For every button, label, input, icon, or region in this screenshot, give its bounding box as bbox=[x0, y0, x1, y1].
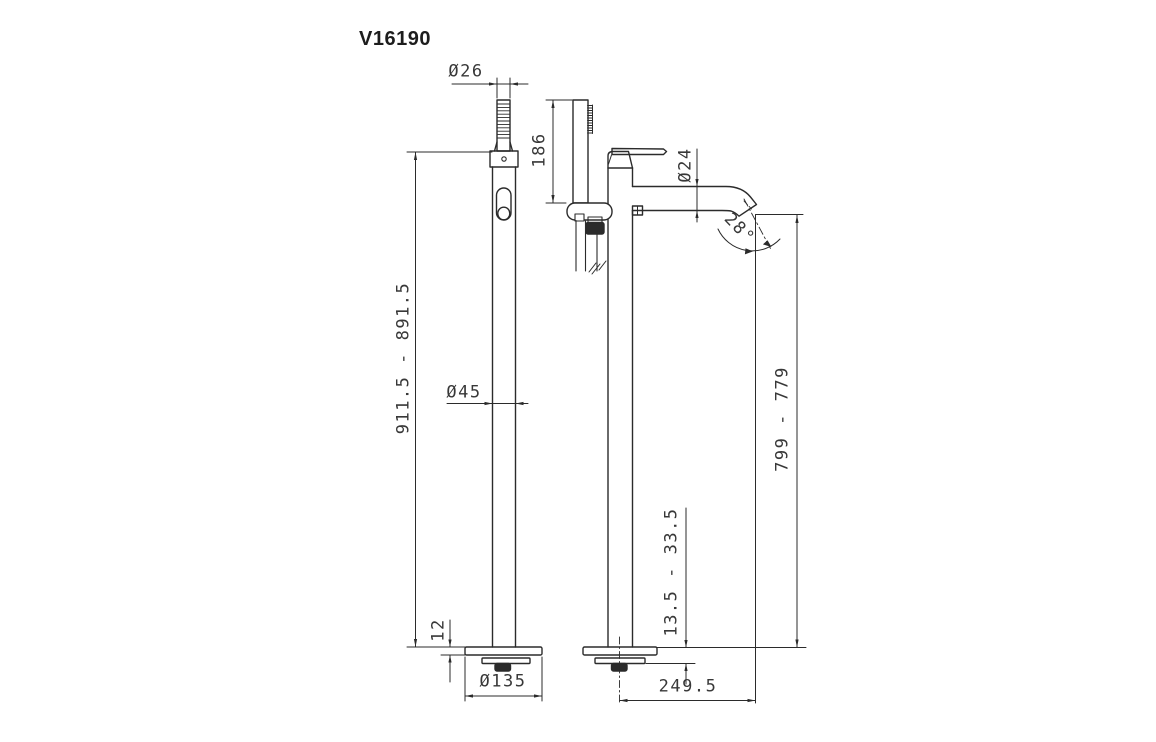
dim-label-grip-diameter: Ø26 bbox=[448, 61, 484, 82]
dim-label-overall-height: 911.5 - 891.5 bbox=[393, 281, 414, 435]
dim-label-handshower-length: 186 bbox=[529, 132, 550, 168]
model-number: V16190 bbox=[359, 28, 431, 50]
dim-label-base-thickness: 12 bbox=[428, 618, 449, 642]
dim-label-deck-range: 13.5 - 33.5 bbox=[661, 507, 682, 637]
dim-label-spout-diameter: Ø24 bbox=[675, 147, 696, 183]
dim-label-outlet-height: 799 - 779 bbox=[772, 366, 793, 472]
side-view bbox=[566, 99, 758, 704]
dim-label-base-diameter: Ø135 bbox=[479, 671, 527, 692]
dimension-lines bbox=[406, 77, 807, 704]
dim-label-spout-reach: 249.5 bbox=[658, 676, 718, 697]
dim-label-column-diameter: Ø45 bbox=[446, 382, 482, 403]
front-view bbox=[464, 99, 543, 672]
